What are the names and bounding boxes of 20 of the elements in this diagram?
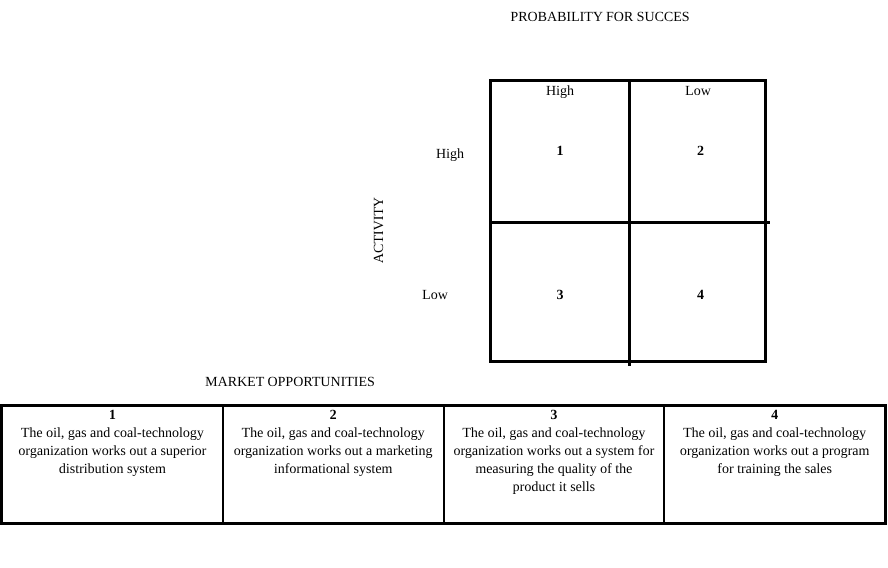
cell-number: 3 bbox=[550, 407, 558, 425]
cell-text: The oil, gas and coal-technology organization works out a system for measuring the quality of the product it sells bbox=[452, 425, 656, 497]
axis-label: Low bbox=[421, 287, 449, 305]
axis-label: PROBABILITY FOR SUCCES bbox=[509, 9, 691, 27]
cell-number: 1 bbox=[108, 407, 116, 425]
axis-title: ACTIVITY bbox=[371, 196, 388, 266]
quadrant-number: 3 bbox=[556, 286, 564, 304]
quadrant-number: 2 bbox=[697, 143, 704, 161]
cell-text: The oil, gas and coal-technology organization works out a superior distribution system bbox=[17, 425, 208, 479]
cell-text: The oil, gas and coal-technology organization works out a program for training the sales bbox=[678, 425, 870, 479]
cell-text: The oil, gas and coal-technology organization works out a marketing informational system bbox=[232, 425, 434, 479]
quadrant-number: 1 bbox=[556, 143, 564, 161]
axis-label: Low bbox=[684, 83, 712, 101]
axis-label: High bbox=[435, 146, 465, 164]
cell-number: 4 bbox=[771, 407, 778, 425]
axis-label: MARKET OPPORTUNITIES bbox=[204, 374, 376, 392]
matrix-cell bbox=[492, 82, 631, 224]
cell-number: 2 bbox=[330, 407, 337, 425]
axis-label: High bbox=[545, 83, 575, 101]
quadrant-number: 4 bbox=[697, 286, 704, 304]
